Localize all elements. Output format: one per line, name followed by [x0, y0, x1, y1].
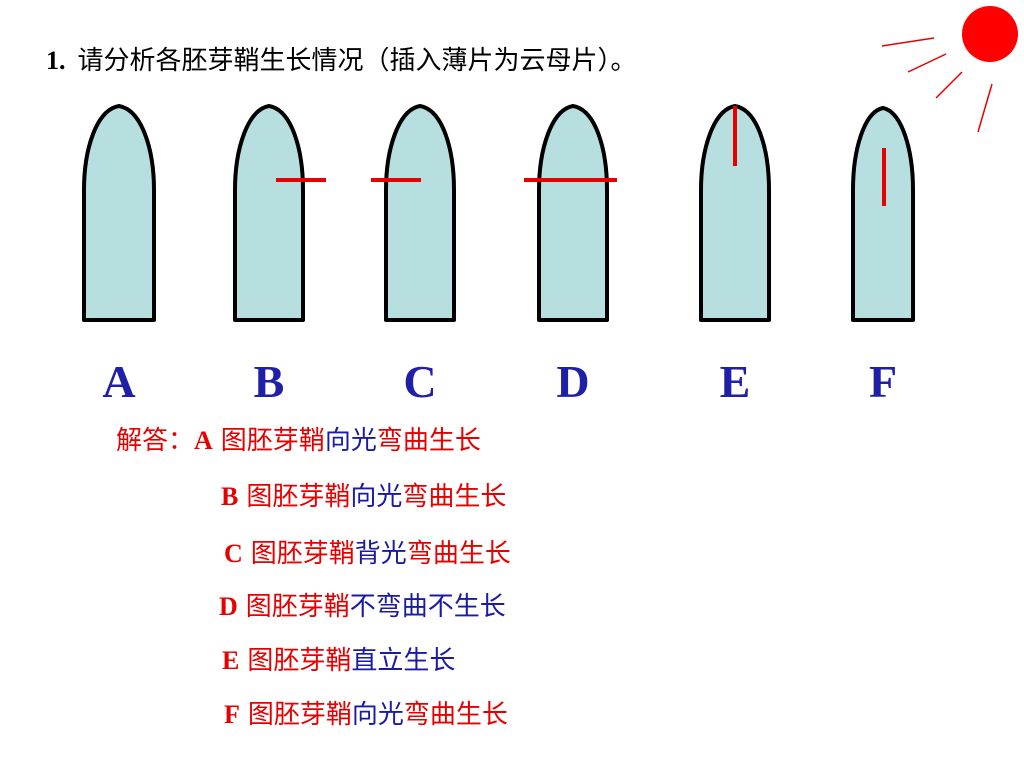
label-f: F — [868, 356, 898, 407]
answer-subject: 图胚芽鞘 — [220, 426, 325, 456]
answer-subject: 图胚芽鞘 — [245, 592, 350, 622]
question-text: 1. 请分析各胚芽鞘生长情况（插入薄片为云母片）。 — [46, 40, 637, 77]
answer-subject: 图胚芽鞘 — [247, 700, 352, 730]
sun-ray — [881, 37, 935, 47]
answer-subject: 图胚芽鞘 — [250, 539, 355, 569]
sun-disc — [962, 6, 1018, 62]
sun-ray — [907, 53, 947, 73]
label-e: E — [719, 356, 751, 407]
answer-letter: D — [219, 592, 238, 621]
coleoptile-diagram — [82, 104, 915, 322]
answer-subject: 图胚芽鞘 — [246, 482, 351, 512]
answer-result: 弯曲生长 — [403, 700, 508, 730]
question-number: 1. — [46, 46, 66, 75]
answer-letter: A — [194, 426, 213, 455]
label-c: C — [403, 356, 437, 407]
answer-subject: 图胚芽鞘 — [247, 646, 352, 676]
answer-direction: 直立生长 — [351, 646, 456, 676]
sun-icon — [881, 6, 1018, 133]
sun-ray — [935, 71, 963, 99]
answer-letter: C — [224, 539, 243, 568]
answer-direction: 向光 — [324, 426, 377, 456]
answer-direction: 不弯曲不生长 — [349, 592, 506, 622]
answer-result: 弯曲生长 — [376, 426, 481, 456]
answer-result: 弯曲生长 — [406, 539, 511, 569]
coleoptile-c — [384, 104, 456, 322]
coleoptile-f — [851, 106, 915, 322]
answer-direction: 背光 — [354, 539, 407, 569]
coleoptile-b — [233, 104, 305, 322]
answer-direction: 向光 — [351, 700, 404, 730]
label-a: A — [102, 356, 136, 407]
sun-ray — [977, 83, 993, 133]
label-b: B — [253, 356, 285, 407]
question-body: 请分析各胚芽鞘生长情况（插入薄片为云母片）。 — [77, 46, 637, 76]
answer-letter: F — [224, 700, 240, 729]
answer-prefix: 解答： — [116, 426, 195, 456]
coleoptile-a — [82, 104, 156, 322]
answer-letter: B — [221, 482, 239, 511]
label-d: D — [556, 356, 590, 407]
coleoptile-d — [537, 104, 609, 322]
answer-result: 弯曲生长 — [402, 482, 507, 512]
answer-direction: 向光 — [350, 482, 403, 512]
answer-letter: E — [222, 646, 240, 675]
